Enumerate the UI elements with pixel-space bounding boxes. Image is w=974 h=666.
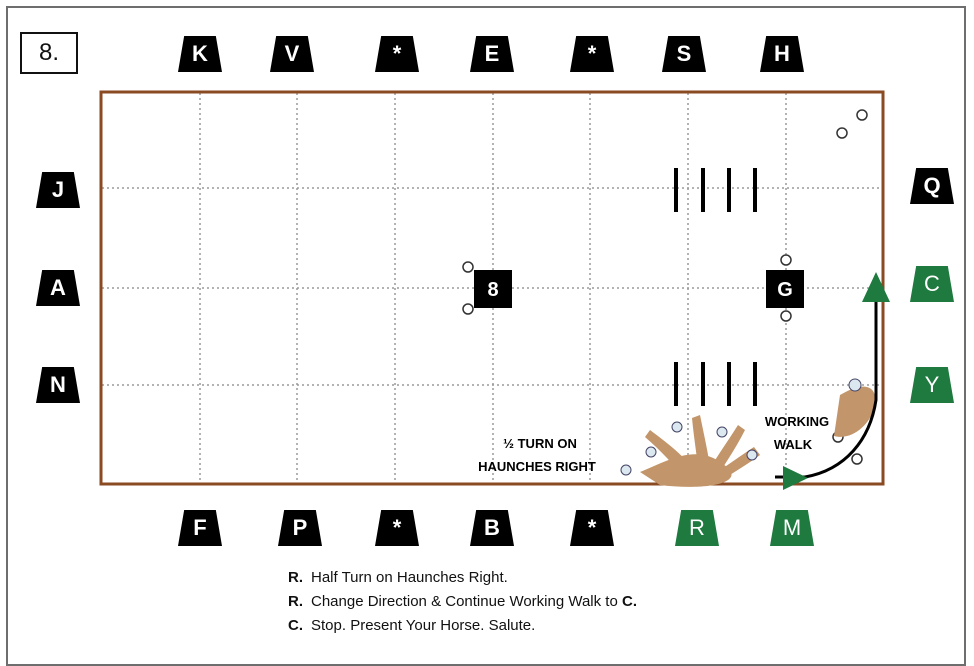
marker-right-q: Q	[910, 168, 954, 204]
marker-top-star-2: *	[570, 36, 614, 72]
cone-8-post-1	[462, 261, 474, 273]
marker-left-j: J	[36, 172, 80, 208]
corner-circle-4	[851, 453, 863, 465]
ground-poles-bottom	[674, 362, 757, 406]
path-arrow-east	[783, 466, 808, 490]
marker-right-c: C	[910, 266, 954, 302]
marker-top-v: V	[270, 36, 314, 72]
pattern-number: 8.	[20, 32, 78, 74]
marker-top-h: H	[760, 36, 804, 72]
path-arrow-north	[862, 272, 890, 302]
marker-bottom-star-2: *	[570, 510, 614, 546]
instruction-3-marker: C.	[288, 617, 303, 634]
cone-g-label: G	[777, 279, 793, 301]
instruction-3: C. Stop. Present Your Horse. Salute.	[288, 614, 637, 638]
marker-bottom-m: M	[770, 510, 814, 546]
cone-8-post-2	[462, 303, 474, 315]
marker-bottom-r: R	[675, 510, 719, 546]
instruction-1-text: Half Turn on Haunches Right.	[311, 569, 508, 586]
turn-label-line1: ½ TURN ON	[503, 436, 577, 451]
turn-label-line2: HAUNCHES RIGHT	[478, 459, 596, 474]
instruction-2: R. Change Direction & Continue Working Wa…	[288, 590, 637, 614]
marker-left-n: N	[36, 367, 80, 403]
corner-circle-1	[856, 109, 868, 121]
marker-bottom-b: B	[470, 510, 514, 546]
marker-right-y: Y	[910, 367, 954, 403]
ground-poles-top	[674, 168, 757, 212]
walk-label-line1: WORKING	[765, 414, 829, 429]
working-walk-path	[775, 300, 878, 479]
horse-head-marks	[620, 378, 862, 476]
arena-grid	[102, 93, 883, 484]
marker-bottom-p: P	[278, 510, 322, 546]
marker-bottom-f: F	[178, 510, 222, 546]
instruction-1-marker: R.	[288, 569, 303, 586]
marker-bottom-star-1: *	[375, 510, 419, 546]
pattern-instructions: R. Half Turn on Haunches Right. R. Change …	[288, 566, 637, 638]
walk-label-line2: WALK	[774, 437, 813, 452]
cone-g	[766, 270, 804, 308]
instruction-1: R. Half Turn on Haunches Right.	[288, 566, 637, 590]
marker-left-a: A	[36, 270, 80, 306]
instruction-2-marker: R.	[288, 593, 303, 610]
cone-g-post-2	[780, 310, 792, 322]
cone-8-label: 8	[487, 279, 498, 301]
corner-circle-2	[836, 127, 848, 139]
instruction-2-text: Change Direction & Continue Working Walk…	[311, 593, 618, 610]
marker-top-k: K	[178, 36, 222, 72]
instruction-3-text: Stop. Present Your Horse. Salute.	[311, 617, 536, 634]
marker-top-e: E	[470, 36, 514, 72]
instruction-2-end-marker: C.	[621, 593, 637, 610]
marker-top-star-1: *	[375, 36, 419, 72]
marker-top-s: S	[662, 36, 706, 72]
cone-8	[474, 270, 512, 308]
cone-g-post-1	[780, 254, 792, 266]
